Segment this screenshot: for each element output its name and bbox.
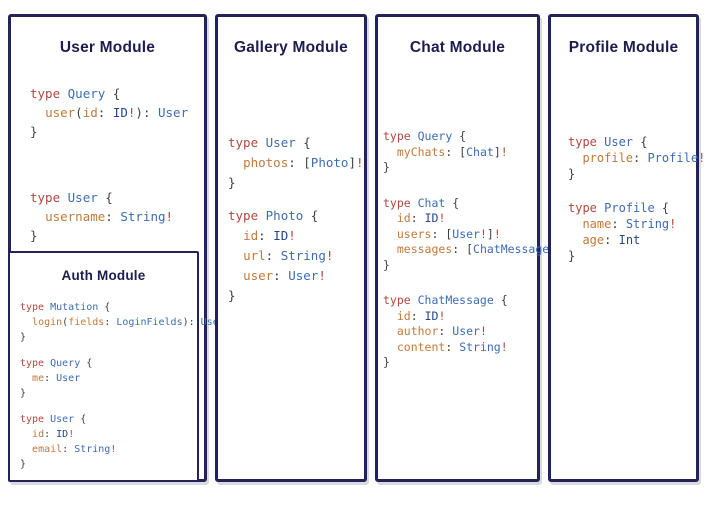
code-block: type User { photos: [Photo]!} bbox=[228, 133, 364, 193]
code-line: name: String! bbox=[582, 217, 677, 231]
code-line: id: ID! bbox=[32, 429, 75, 440]
code-line: type Mutation { bbox=[20, 302, 111, 313]
code-region: type Query { myChats: [Chat]!}type Chat … bbox=[378, 129, 563, 371]
code-line: } bbox=[228, 288, 236, 303]
code-line: age: Int bbox=[582, 233, 641, 247]
panel-gallery-module: Gallery Module type User { photos: [Phot… bbox=[215, 14, 367, 482]
code-region: type User { profile: Profile!}type Profi… bbox=[551, 134, 704, 264]
code-region: type Query { user(id: ID!): User}type Us… bbox=[11, 84, 204, 245]
code-line: users: [User!]! bbox=[396, 226, 501, 241]
code-line: type User { bbox=[20, 414, 87, 425]
code-line: } bbox=[383, 257, 390, 272]
code-region: type User { photos: [Photo]!}type Photo … bbox=[218, 133, 364, 306]
code-line: id: ID! bbox=[396, 211, 446, 225]
code-line: } bbox=[228, 175, 236, 190]
code-line: type ChatMessage { bbox=[383, 293, 508, 307]
code-block: type User { id: ID! email: String!} bbox=[20, 412, 197, 472]
code-line: user(id: ID!): User bbox=[45, 105, 189, 120]
code-block: type Query { myChats: [Chat]!} bbox=[383, 129, 537, 176]
code-line: messages: [ChatMessage]! bbox=[396, 242, 563, 256]
code-line: type Query { bbox=[30, 86, 121, 101]
code-line: myChats: [Chat]! bbox=[396, 144, 508, 159]
code-line: type Query { bbox=[20, 358, 93, 369]
code-block: type User { username: String!} bbox=[30, 188, 204, 245]
code-block: type User { profile: Profile!} bbox=[568, 134, 704, 182]
panel-title: Auth Module bbox=[61, 268, 146, 283]
code-line: } bbox=[20, 332, 27, 343]
code-line: content: String! bbox=[396, 339, 508, 354]
code-line: } bbox=[30, 124, 38, 139]
code-line: type User { bbox=[30, 190, 113, 205]
code-line: username: String! bbox=[45, 209, 174, 224]
panel-title: Profile Module bbox=[568, 39, 679, 56]
code-region: type Mutation { login(fields: LoginField… bbox=[10, 300, 225, 472]
code-line: user: User! bbox=[243, 268, 326, 283]
code-line: me: User bbox=[32, 373, 81, 384]
code-block: type Query { me: User} bbox=[20, 356, 197, 401]
code-line: } bbox=[383, 160, 390, 174]
code-block: type ChatMessage { id: ID! author: User!… bbox=[383, 293, 537, 371]
code-line: } bbox=[383, 355, 390, 369]
code-line: } bbox=[568, 167, 576, 181]
code-line: type Profile { bbox=[568, 201, 670, 215]
code-block: type Photo { id: ID! url: String! user: … bbox=[228, 206, 364, 306]
code-line: photos: [Photo]! bbox=[243, 155, 364, 170]
code-block: type Mutation { login(fields: LoginField… bbox=[20, 300, 225, 345]
panel-title: User Module bbox=[59, 39, 156, 56]
code-line: type User { bbox=[568, 135, 648, 149]
code-line: type Query { bbox=[383, 129, 467, 143]
panel-chat-module: Chat Module type Query { myChats: [Chat]… bbox=[375, 14, 563, 482]
code-line: id: ID! bbox=[396, 308, 446, 323]
code-line: } bbox=[568, 249, 576, 263]
code-line: type Chat { bbox=[383, 195, 460, 210]
code-line: login(fields: LoginFields): User bbox=[32, 317, 225, 328]
code-line: type Photo { bbox=[228, 208, 319, 223]
code-block: type Profile { name: String! age: Int} bbox=[568, 200, 696, 264]
panel-user-module: User Module type Query { user(id: ID!): … bbox=[8, 14, 225, 482]
panel-profile-module: Profile Module type User { profile: Prof… bbox=[548, 14, 704, 482]
code-line: } bbox=[20, 459, 27, 470]
code-line: profile: Profile! bbox=[582, 151, 704, 165]
panel-auth-module: Auth Module type Mutation { login(fields… bbox=[8, 251, 225, 482]
code-block: type Chat { id: ID! users: [User!]! mess… bbox=[383, 195, 563, 274]
code-line: url: String! bbox=[243, 248, 334, 263]
code-line: id: ID! bbox=[243, 228, 296, 243]
panel-title: Chat Module bbox=[409, 39, 506, 56]
code-block: type Query { user(id: ID!): User} bbox=[30, 84, 204, 141]
code-line: email: String! bbox=[32, 444, 117, 455]
code-line: } bbox=[30, 228, 38, 243]
code-line: author: User! bbox=[396, 324, 487, 338]
code-line: type User { bbox=[228, 135, 311, 150]
panel-title: Gallery Module bbox=[234, 39, 348, 56]
code-line: } bbox=[20, 388, 27, 399]
